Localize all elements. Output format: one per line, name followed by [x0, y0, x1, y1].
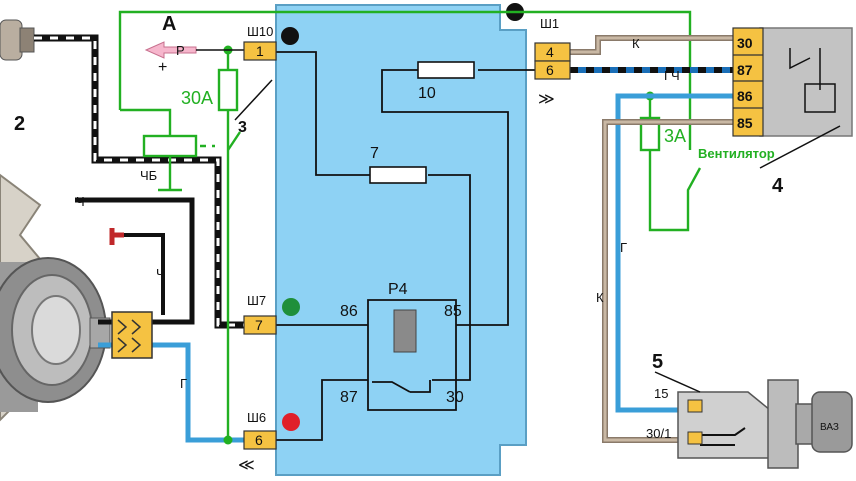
relay4-pin-87: 87	[737, 62, 753, 78]
label-k2: К	[596, 290, 604, 305]
label-ch1: Ч	[76, 194, 85, 209]
label-ch2: Ч	[156, 266, 165, 281]
pin-7: 7	[255, 317, 263, 333]
control-unit	[275, 3, 527, 476]
fuse-3a	[639, 116, 661, 152]
fuse-10	[417, 61, 475, 79]
label-g1: Г	[180, 376, 187, 391]
label-sh10: Ш10	[247, 24, 273, 39]
label-4: 4	[772, 175, 784, 197]
relay-4	[732, 27, 853, 137]
temperature-sensor	[0, 19, 35, 61]
label-p: Р	[176, 43, 185, 58]
pin-6-right: 6	[546, 62, 554, 78]
label-g2: Г	[620, 240, 627, 255]
relay-coil-green	[142, 134, 198, 158]
fan-connector	[111, 311, 153, 359]
relay4-pin-86: 86	[737, 88, 753, 104]
label-gch: ГЧ	[664, 68, 680, 83]
label-10: 10	[418, 85, 436, 102]
label-chb: ЧБ	[140, 168, 157, 183]
label-30-1: 30/1	[646, 426, 671, 441]
relay4-pin-30: 30	[737, 35, 753, 51]
pin-1: 1	[256, 43, 264, 59]
label-7: 7	[370, 145, 379, 162]
label-3a: 3А	[664, 126, 686, 146]
label-87: 87	[340, 389, 358, 406]
label-86: 86	[340, 303, 358, 320]
fuse-30a	[217, 68, 239, 112]
label-15: 15	[654, 386, 668, 401]
arrow-right: ≫	[538, 91, 555, 108]
label-sh7: Ш7	[247, 293, 266, 308]
label-85: 85	[444, 303, 462, 320]
fuse-7	[369, 166, 427, 184]
pin-6-left: 6	[255, 432, 263, 448]
pin-4: 4	[546, 44, 554, 60]
arrow-left-bottom: ≪	[238, 457, 255, 474]
label-3: 3	[238, 119, 247, 136]
label-k1: К	[632, 36, 640, 51]
label-sh6: Ш6	[247, 410, 266, 425]
label-a: А	[162, 13, 176, 35]
label-30: 30	[446, 389, 464, 406]
relay-p4-coil	[393, 309, 417, 353]
label-vaz: ВАЗ	[820, 422, 839, 433]
label-plus: +	[158, 59, 167, 76]
label-fan: Вентилятор	[698, 146, 775, 161]
fan-motor	[0, 173, 111, 422]
label-5: 5	[652, 351, 663, 373]
relay4-pin-85: 85	[737, 115, 753, 131]
pin-connectors	[243, 41, 703, 450]
label-2: 2	[14, 113, 25, 135]
label-p4: Р4	[388, 281, 408, 298]
label-sh1: Ш1	[540, 16, 559, 31]
label-30a: 30А	[181, 88, 213, 108]
